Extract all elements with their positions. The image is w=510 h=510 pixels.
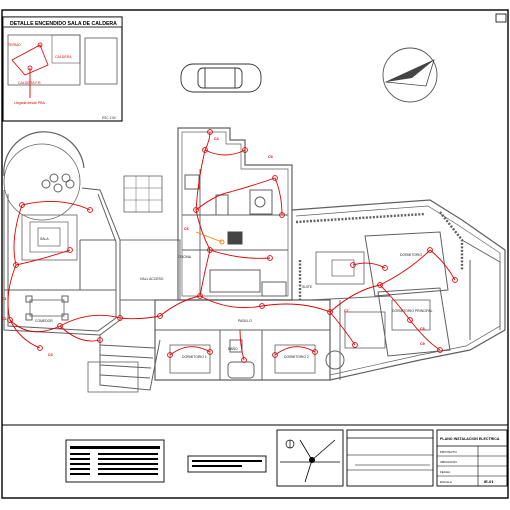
inset-detail: DETALLE ENCENDIDO SALA DE CALDERA TERMO … bbox=[2, 16, 123, 122]
circuit-label: C7 bbox=[344, 309, 349, 313]
sheet-border bbox=[1, 9, 509, 499]
room-label-bed3: DORMITORIO bbox=[400, 253, 422, 257]
orange-detail bbox=[195, 231, 225, 245]
room-label-bed1: DORMITORIO 1 bbox=[182, 355, 207, 359]
circuit-label: C4 bbox=[214, 137, 219, 141]
title-block: PLANO INSTALACION ELECTRICA PROYECTO UBI… bbox=[436, 429, 508, 487]
circuit-label: C2 bbox=[2, 317, 7, 321]
north-arrow-icon bbox=[382, 47, 438, 103]
room-label-suite: SUITE bbox=[302, 285, 313, 289]
room-label-kitchen: COCINA bbox=[178, 255, 192, 259]
sheet-number: IE-01 bbox=[484, 479, 494, 484]
room-label-master: DORMITORIO PRINCIPAL bbox=[392, 309, 433, 313]
room-label-bed2: DORMITORIO 2 bbox=[284, 355, 309, 359]
room-label-bath: BAÑO bbox=[228, 346, 238, 351]
electrical-devices bbox=[7, 129, 458, 363]
title-block-row: ESCALA bbox=[440, 480, 452, 484]
inset-scale: ESC 1:50 bbox=[102, 116, 116, 120]
electrical-wiring bbox=[7, 131, 456, 361]
title-block-row: FECHA bbox=[440, 470, 450, 474]
circuit-label: C9 bbox=[420, 342, 425, 346]
legend-block bbox=[65, 439, 165, 483]
circuit-label: C5 bbox=[268, 155, 273, 159]
title-block-row: PROYECTO bbox=[440, 450, 457, 454]
building-walls bbox=[3, 127, 506, 393]
inset-label-caldera: CALDERA bbox=[55, 55, 72, 59]
inset-label-caldera-fr: CALDERA F.R. bbox=[18, 81, 42, 85]
inset-label-termo: TERMO bbox=[8, 43, 21, 47]
inset-title: DETALLE ENCENDIDO SALA DE CALDERA bbox=[10, 21, 117, 27]
sheet-corner-mark bbox=[495, 13, 507, 23]
location-map bbox=[276, 429, 344, 487]
title-block-main: PLANO INSTALACION ELECTRICA bbox=[440, 437, 500, 441]
room-label-hall: HALL ACCESO bbox=[140, 277, 164, 281]
title-block-row: UBICACION bbox=[440, 460, 457, 464]
room-label-pasillo: PASILLO bbox=[238, 319, 252, 323]
room-label-living: SALA bbox=[40, 237, 49, 241]
inset-label-llegada: Llegada desde PBA bbox=[14, 101, 46, 105]
circuit-label: C8 bbox=[420, 327, 425, 331]
car-outline bbox=[180, 63, 262, 93]
note-block bbox=[187, 455, 267, 473]
circuit-label: C1 bbox=[2, 297, 7, 301]
room-label-dining: COMEDOR bbox=[35, 319, 53, 323]
circuit-label: C3 bbox=[48, 353, 53, 357]
circuit-label: C6 bbox=[184, 227, 189, 231]
signature-block bbox=[346, 429, 434, 487]
